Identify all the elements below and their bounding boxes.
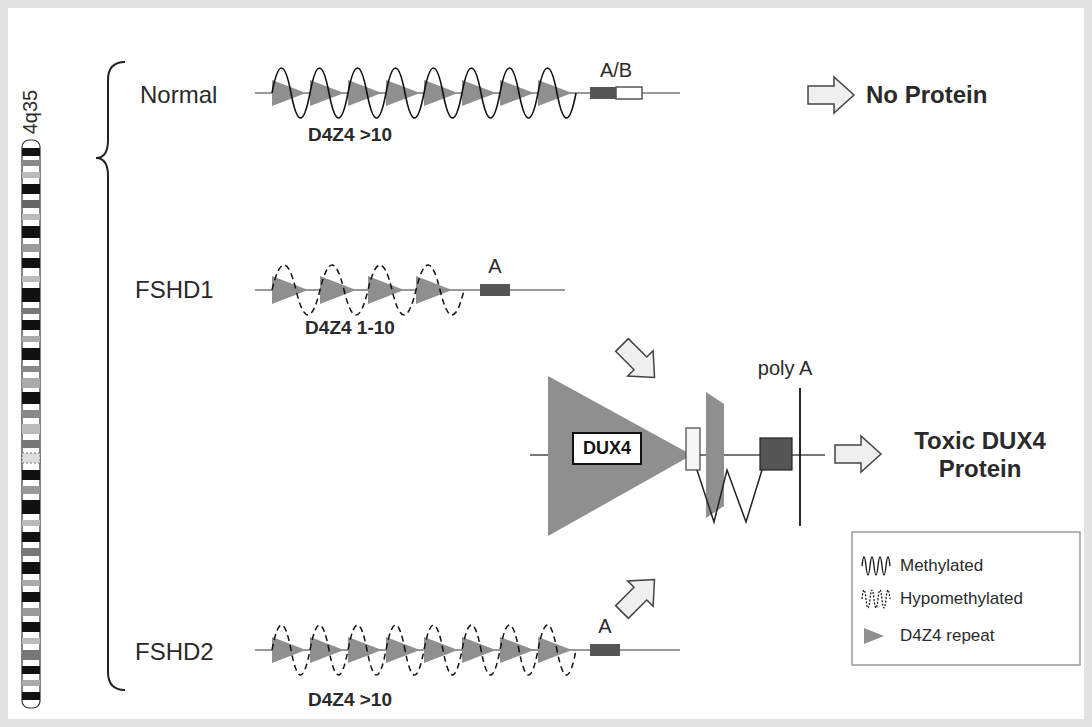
polya-label: poly A [758, 357, 812, 380]
chromosome-band [22, 520, 40, 526]
chromosome-band [22, 244, 40, 252]
curly-brace [96, 62, 125, 690]
allele-label: A/B [600, 59, 632, 82]
chromosome-outline [22, 140, 40, 708]
node-text: DUX4 [583, 438, 631, 458]
chromosome-band [22, 608, 40, 616]
dux4-gene [530, 376, 825, 536]
gene-box: DUX4 [572, 432, 642, 465]
allele-box [616, 87, 642, 99]
chromosome-band [22, 638, 40, 644]
fshd2-allele [255, 625, 680, 675]
chromosome-band [22, 622, 40, 632]
chromosome-band [22, 336, 40, 342]
row-label: Normal [140, 81, 217, 109]
splice-line [697, 470, 762, 522]
methylation-wave [272, 68, 576, 118]
d4z4-repeat [548, 376, 692, 536]
legend-text: Methylated [900, 556, 983, 576]
chromosome-band [22, 666, 40, 674]
allele-box [480, 284, 510, 296]
polya-line [799, 388, 801, 526]
chromosome-band [22, 348, 40, 360]
chromosome-band [22, 440, 40, 448]
fshd1-allele [255, 265, 565, 315]
hypomethylation-wave [272, 265, 464, 315]
chromosome-band [22, 680, 40, 686]
chromosome-band [22, 548, 40, 556]
chromosome-band [22, 392, 40, 404]
chromosome-band [22, 592, 40, 602]
frame [4, 4, 1088, 723]
allele-label: A [488, 255, 501, 278]
chromosome-band [22, 378, 40, 388]
legend-sample [862, 557, 890, 575]
hypomethylation-wave [272, 625, 576, 675]
chromosome-band [22, 580, 40, 586]
chromosome-band [22, 258, 40, 268]
pLAM-region [706, 392, 724, 518]
outcome-label: Toxic DUX4 Protein [892, 427, 1068, 482]
chromosome-band [22, 148, 40, 156]
legend-sample [864, 628, 884, 644]
chromosome-band [22, 172, 40, 178]
chromosome-band [22, 650, 40, 660]
chromosome-band [22, 226, 40, 238]
repeat-count: D4Z4 1-10 [305, 317, 395, 339]
chromosome-band [22, 486, 40, 494]
repeat-count: D4Z4 >10 [308, 124, 392, 146]
row-label: FSHD1 [135, 276, 214, 304]
chromosome-band [22, 276, 40, 282]
chromosome-band [22, 200, 40, 208]
legend-text: D4Z4 repeat [900, 626, 995, 646]
repeat-count: D4Z4 >10 [308, 689, 392, 711]
chromosome-band [22, 320, 40, 330]
allele-box [590, 644, 620, 656]
d4z4-repeat [272, 276, 308, 304]
chromosome-band [22, 562, 40, 574]
chromosome-band [22, 692, 40, 700]
legend-text: Hypomethylated [900, 589, 1023, 609]
chromosome-band [22, 500, 40, 514]
allele-box [590, 87, 616, 99]
block-arrow [808, 77, 854, 113]
chromosome-band [22, 308, 40, 314]
chromosome-band [22, 366, 40, 372]
chromosome-band [22, 184, 40, 194]
block-arrow [609, 332, 667, 390]
chromosome-band [22, 160, 40, 166]
d4z4-repeat [416, 276, 452, 304]
legend-box [852, 532, 1080, 665]
exon-box [760, 438, 792, 470]
chromosome-band [22, 424, 40, 434]
block-arrow [609, 567, 667, 625]
block-arrow [835, 436, 881, 472]
chromosome-label: 4q35 [19, 90, 42, 135]
legend [852, 532, 1080, 665]
chromosome-band [22, 288, 40, 302]
chromosome-band [22, 532, 40, 542]
outcome-label: No Protein [866, 81, 987, 109]
chromosome-band [22, 470, 40, 480]
legend-sample [862, 590, 890, 608]
chromosome-band [22, 214, 40, 220]
chromosome-ideogram [22, 140, 40, 708]
centromere [22, 453, 40, 463]
d4z4-repeat [320, 276, 356, 304]
d4z4-repeat [368, 276, 404, 304]
allele-label: A [598, 615, 611, 638]
chromosome-band [22, 410, 40, 418]
row-label: FSHD2 [135, 638, 214, 666]
exon-box [686, 428, 700, 470]
